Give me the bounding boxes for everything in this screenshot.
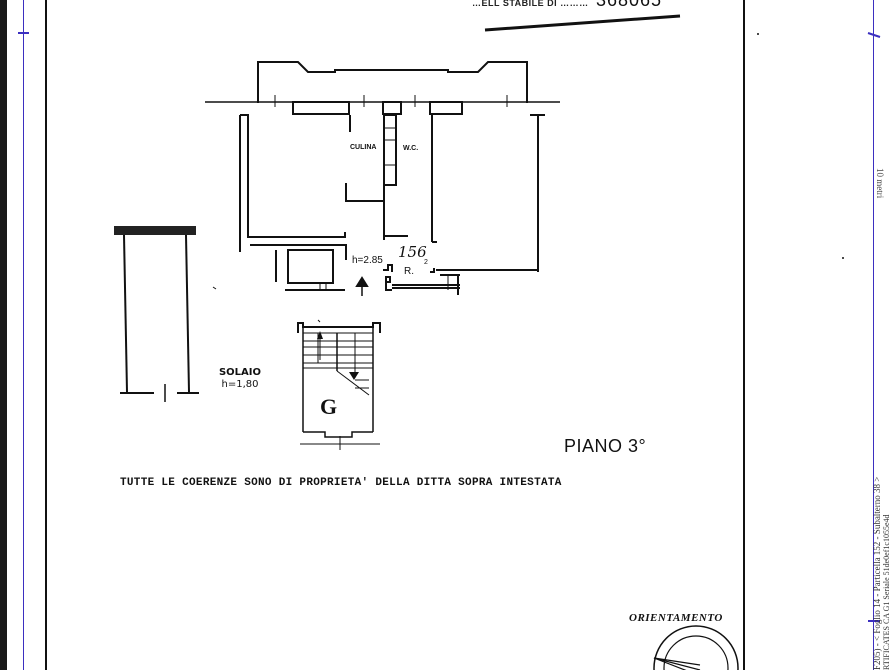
scale-label: 10 metri: [875, 168, 885, 199]
left-margin-line: [23, 0, 24, 670]
ceiling-height-label: h=2.85: [352, 255, 383, 266]
handwritten-unit-number: 156: [398, 243, 427, 261]
loft-title: SOLAIO: [218, 367, 262, 378]
right-margin-line: [873, 0, 874, 670]
right-frame-border: [743, 0, 745, 670]
side-stamp-line1: F205) - < Foglio 14 - Particella 152 - S…: [872, 476, 882, 670]
header-number: 368065: [596, 0, 663, 10]
stair-label: G: [320, 394, 338, 419]
scan-left-edge: [0, 0, 7, 670]
side-stamp-line2: RTIFICATES CA G1 Seriale 51de0ef1c1055e4…: [882, 514, 891, 670]
room-label-r: R.: [404, 266, 414, 277]
coerenze-note: TUTTE LE COERENZE SONO DI PROPRIETA' DEL…: [120, 477, 562, 489]
loft-height: h=1,80: [221, 379, 259, 390]
handwritten-sub-number: 2: [424, 259, 428, 266]
left-frame-border: [45, 0, 47, 670]
room-label-wc: W.C.: [403, 145, 419, 152]
orientation-label: ORIENTAMENTO: [629, 612, 723, 624]
loft-label: SOLAIO h=1,80: [210, 367, 270, 391]
room-label-kitchen: CULINA: [350, 144, 377, 151]
header-stabile-text: …ELL STABILE DI ………: [472, 0, 589, 8]
floor-label: PIANO 3°: [564, 436, 647, 456]
